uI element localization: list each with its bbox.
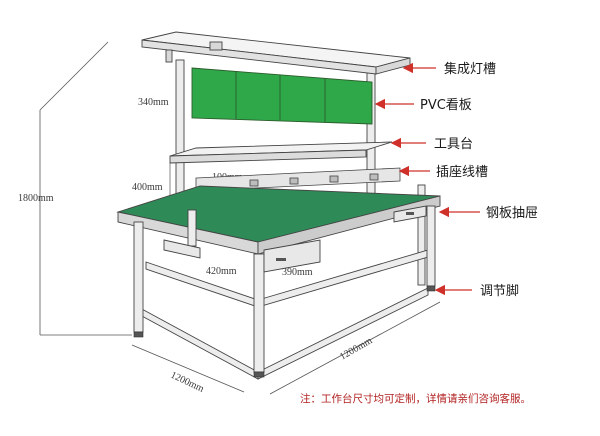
drawers	[163, 205, 427, 273]
total-height-label: 1800mm	[18, 193, 54, 204]
width-label: 1200mm	[338, 335, 374, 362]
tool-shelf	[169, 141, 393, 164]
drawer-width-label: 390mm	[282, 267, 313, 278]
callout-arrows	[374, 62, 480, 296]
label-socket-slot: 插座线槽	[436, 165, 488, 180]
customization-note: 注：工作台尺寸均可定制，详情请亲们咨询客服。	[300, 392, 531, 405]
label-light-trough: 集成灯槽	[444, 61, 496, 77]
label-steel-drawer: 钢板抽屉	[486, 206, 538, 221]
height-dimension-line	[39, 41, 132, 336]
label-pvc-board: PVC看板	[420, 97, 472, 113]
drawer-depth-label: 420mm	[206, 266, 237, 277]
lower-frame	[139, 249, 429, 380]
pvc-board	[191, 67, 373, 125]
drawer-handles	[276, 212, 414, 261]
floor-dimension-lines	[131, 301, 441, 395]
label-tool-shelf: 工具台	[434, 137, 473, 152]
label-leveling-foot: 调节脚	[480, 283, 519, 299]
socket-slot	[195, 167, 401, 192]
shelf-height-label: 400mm	[132, 182, 163, 193]
board-height-label: 340mm	[138, 97, 169, 108]
